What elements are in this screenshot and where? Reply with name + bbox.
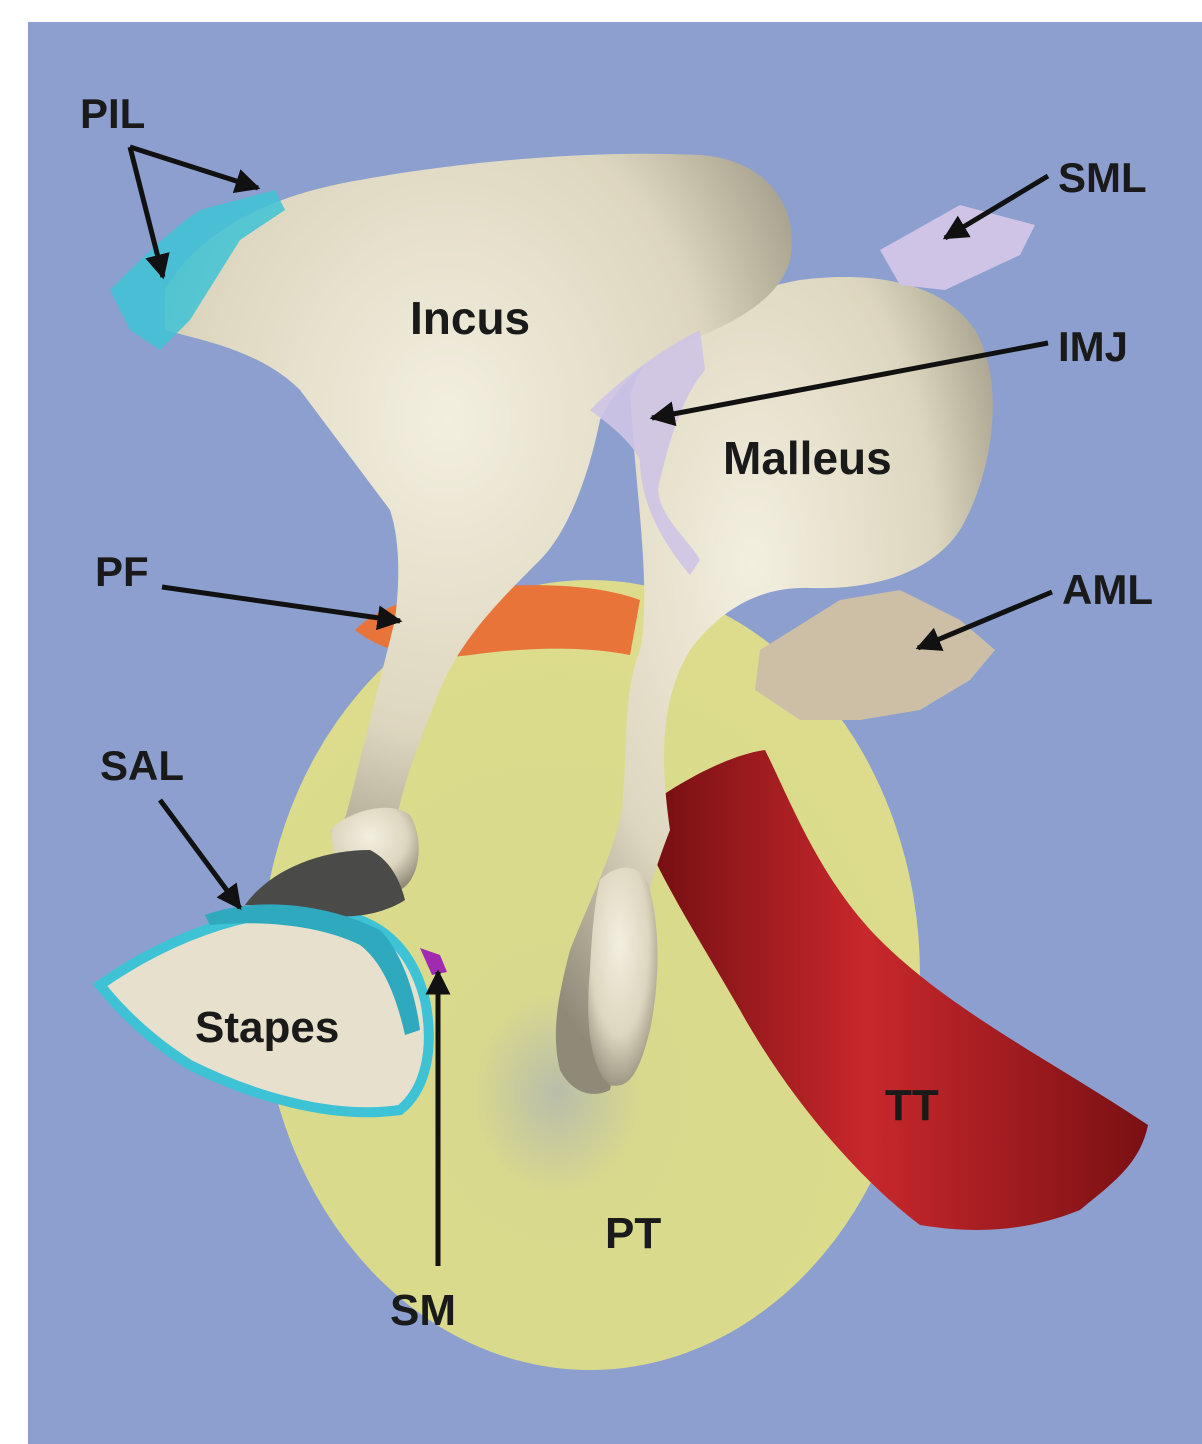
label-stapes: Stapes — [195, 1003, 339, 1052]
label-pil: PIL — [80, 90, 145, 137]
label-sm: SM — [390, 1286, 456, 1335]
label-imj: IMJ — [1058, 323, 1128, 370]
label-sal: SAL — [100, 742, 184, 789]
label-tt: TT — [885, 1081, 939, 1130]
label-malleus: Malleus — [723, 432, 892, 484]
label-sml: SML — [1058, 154, 1147, 201]
label-aml: AML — [1062, 566, 1153, 613]
label-incus: Incus — [410, 292, 530, 344]
label-pf: PF — [95, 548, 149, 595]
label-pt: PT — [605, 1209, 661, 1258]
